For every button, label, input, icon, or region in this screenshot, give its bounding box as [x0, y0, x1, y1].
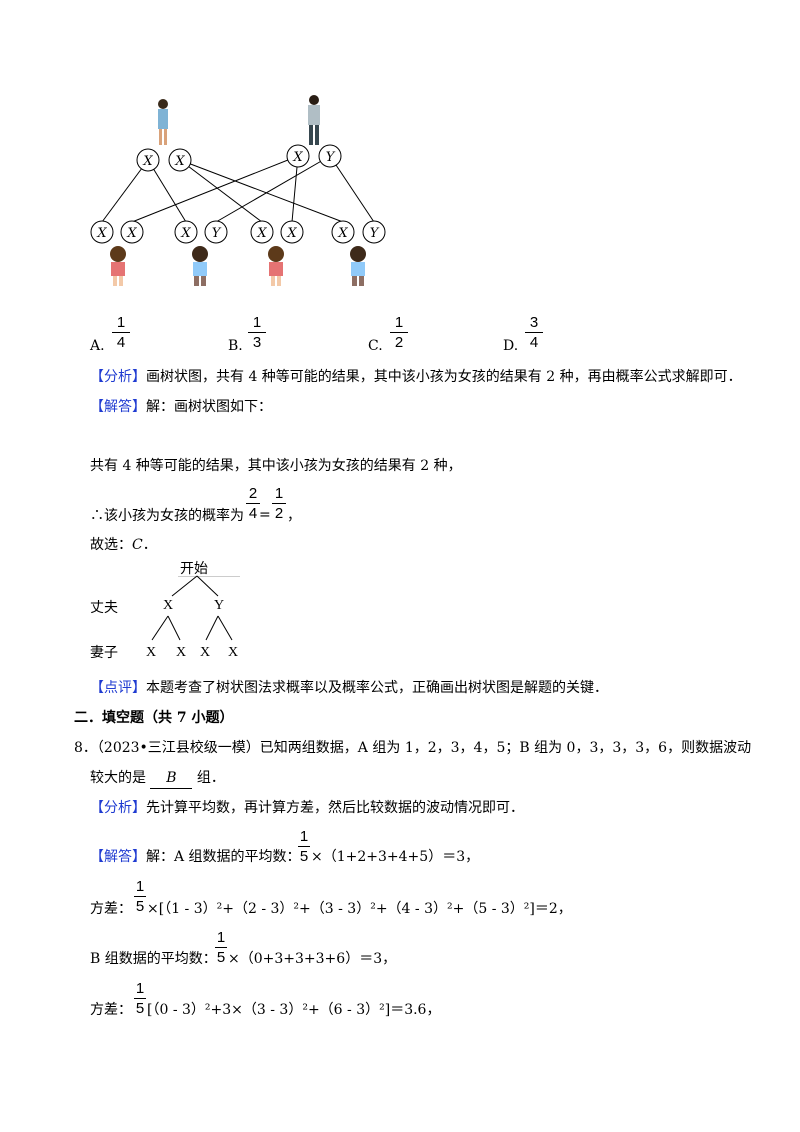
option-d-label: D.: [503, 338, 519, 354]
comment-text: 本题考查了树状图法求概率以及概率公式，正确画出树状图是解题的关键．: [146, 680, 608, 696]
bottom-node-2: X: [126, 226, 137, 241]
tree-root: 开始: [180, 562, 208, 577]
var-b-label: 方差：: [90, 1002, 132, 1018]
woman-figure: [158, 99, 168, 145]
analysis-1: 【分析】画树状图，共有 4 种等可能的结果，其中该小孩为女孩的结果有 2 种，再…: [90, 367, 742, 387]
analysis2-text: 先计算平均数，再计算方差，然后比较数据的波动情况即可．: [146, 800, 524, 816]
analysis-text: 画树状图，共有 4 种等可能的结果，其中该小孩为女孩的结果有 2 种，再由概率公…: [146, 369, 742, 385]
var-a-label: 方差：: [90, 901, 132, 917]
tree-level2-1: X: [146, 645, 157, 660]
q8-line1: 8．（2023•三江县校级一模）已知两组数据，A 组为 1，2，3，4，5；B …: [74, 738, 751, 758]
q8-answer: B: [150, 768, 193, 789]
top-node-2: X: [174, 154, 185, 169]
var-b-expr: [（0 - 3）²+3×（3 - 3）²+（6 - 3）²]＝3.6，: [147, 1002, 441, 1018]
result-count-line: 共有 4 种等可能的结果，其中该小孩为女孩的结果有 2 种，: [90, 458, 462, 474]
tree-root-underline: [178, 576, 240, 577]
girl-figure-2: [268, 246, 284, 286]
choose-answer: C: [132, 537, 143, 553]
solution-1: 【解答】解：画树状图如下：: [90, 397, 272, 417]
comment-1: 【点评】本题考查了树状图法求概率以及概率公式，正确画出树状图是解题的关键．: [90, 678, 608, 698]
analysis-tag: 【分析】: [90, 369, 146, 385]
solution2-tag: 【解答】: [90, 849, 146, 865]
solution-text: 解：画树状图如下：: [146, 399, 272, 415]
q8-stem: （2023•三江县校级一模）已知两组数据，A 组为 1，2，3，4，5；B 组为…: [96, 740, 752, 756]
option-b-label: B.: [228, 338, 243, 354]
section-heading: 二．填空题（共 7 小题）: [74, 710, 234, 726]
probability-prefix: ∴该小孩为女孩的概率为: [90, 508, 244, 524]
tree-level1-x: X: [163, 598, 174, 613]
man-figure: [308, 95, 320, 145]
tree-row2-label: 妻子: [90, 645, 118, 661]
tree-lines: [151, 575, 233, 641]
girl-figure-1: [110, 246, 126, 286]
a-mean-expr: ×（1+2+3+4+5）＝3，: [311, 849, 480, 865]
q8-number: 8．: [74, 740, 97, 756]
boy-figure-2: [350, 246, 366, 286]
top-node-4: Y: [326, 150, 336, 165]
tree-level2-4: X: [228, 645, 239, 660]
option-c-label: C.: [368, 338, 383, 354]
boy-figure-1: [192, 246, 208, 286]
top-node-1: X: [142, 154, 153, 169]
analysis2-tag: 【分析】: [90, 800, 146, 816]
b-mean-expr: ×（0+3+3+3+6）＝3，: [228, 951, 397, 967]
probability-suffix: ，: [287, 508, 301, 524]
analysis-2: 【分析】先计算平均数，再计算方差，然后比较数据的波动情况即可．: [90, 798, 524, 818]
bottom-node-1: X: [96, 226, 107, 241]
tree-level2-3: X: [200, 645, 211, 660]
tree-level2-2: X: [176, 645, 187, 660]
choose-line: 故选：C．: [90, 537, 157, 553]
option-a-label: A.: [90, 338, 105, 354]
bottom-node-7: X: [337, 226, 348, 241]
comment-tag: 【点评】: [90, 680, 146, 696]
bottom-node-4: Y: [212, 226, 222, 241]
top-node-3: X: [292, 150, 303, 165]
bottom-node-8: Y: [370, 226, 380, 241]
b-mean-label: B 组数据的平均数：: [90, 951, 217, 967]
q8-line2: 较大的是 B 组．: [90, 768, 225, 789]
bottom-node-5: X: [256, 226, 267, 241]
bottom-node-6: X: [286, 226, 297, 241]
solution-tag: 【解答】: [90, 399, 146, 415]
solution-2: 【解答】解：A 组数据的平均数：: [90, 849, 301, 865]
var-a-expr: ×[（1 - 3）²+（2 - 3）²+（3 - 3）²+（4 - 3）²+（5…: [147, 901, 572, 917]
chromosome-tree-figure: X X X Y X X X Y X X X Y: [90, 95, 386, 286]
probability-equals: =: [259, 507, 271, 523]
tree-row1-label: 丈夫: [90, 600, 118, 616]
tree-level1-y: Y: [214, 598, 225, 613]
bottom-node-3: X: [180, 226, 191, 241]
